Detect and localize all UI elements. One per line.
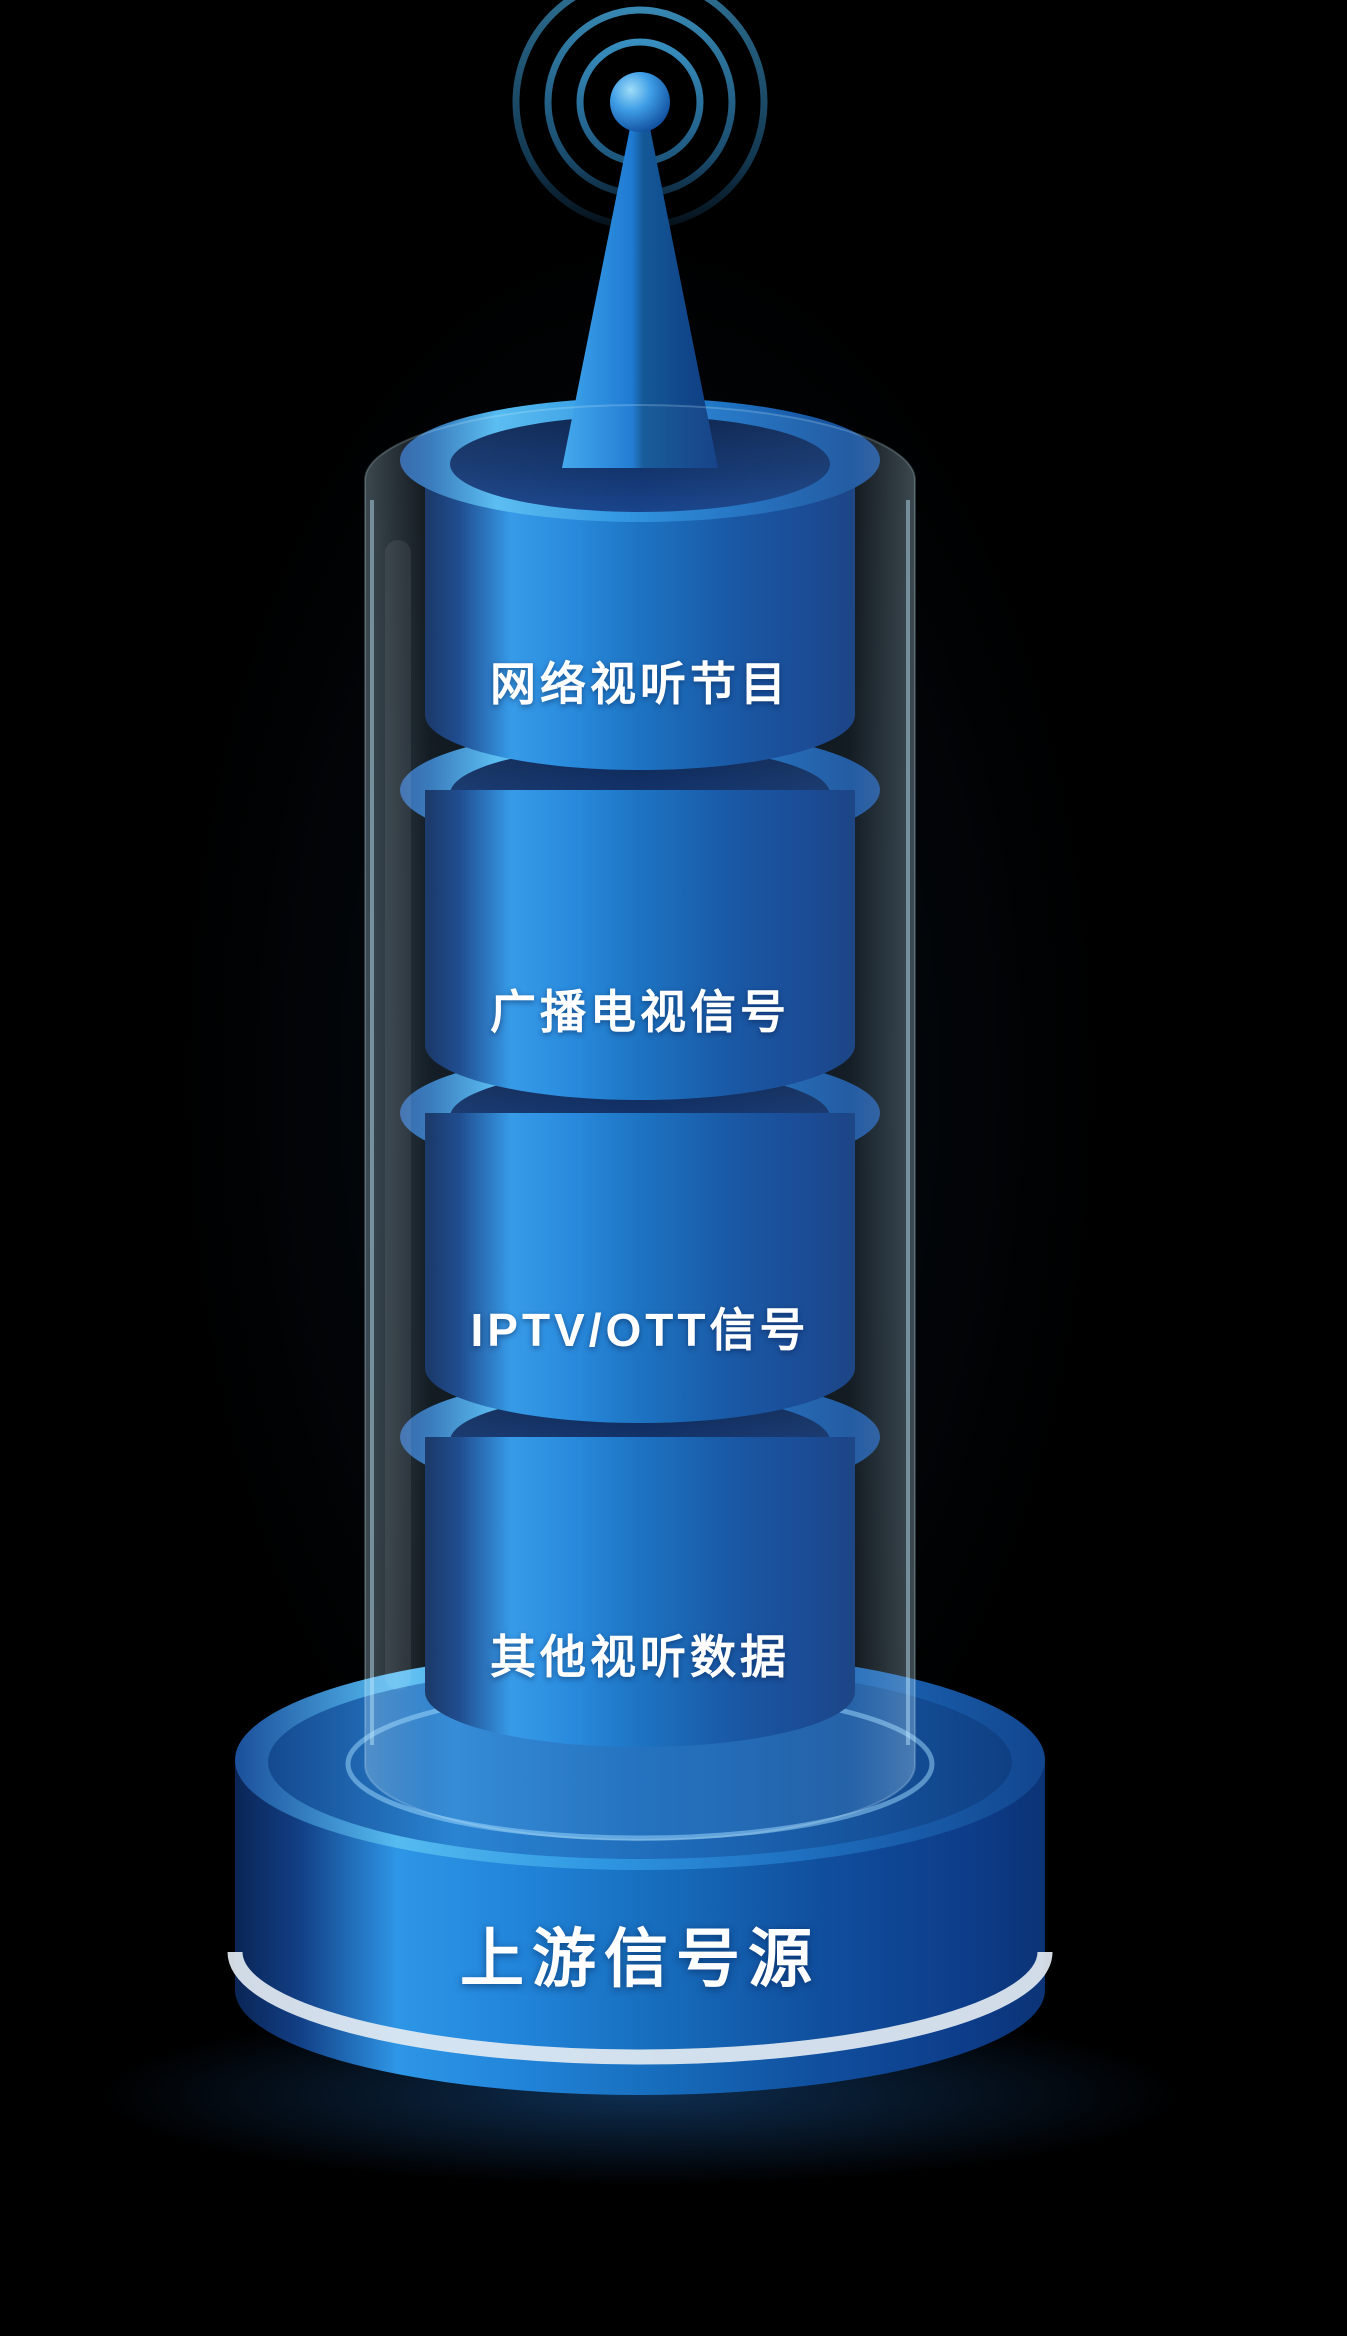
- antenna-ball: [610, 72, 670, 132]
- segment-label-2: 广播电视信号: [490, 986, 790, 1038]
- antenna-transmitter-icon: [512, 0, 768, 468]
- antenna-cone: [562, 128, 718, 468]
- segment-label-1: 网络视听节目: [490, 658, 790, 710]
- base-stripe: [227, 1951, 1053, 2065]
- base-label: 上游信号源: [460, 1923, 820, 1995]
- segment-label-4: 其他视听数据: [490, 1631, 790, 1683]
- segment-label-3: IPTV/OTT信号: [470, 1304, 810, 1356]
- glass-tube: [364, 404, 916, 1841]
